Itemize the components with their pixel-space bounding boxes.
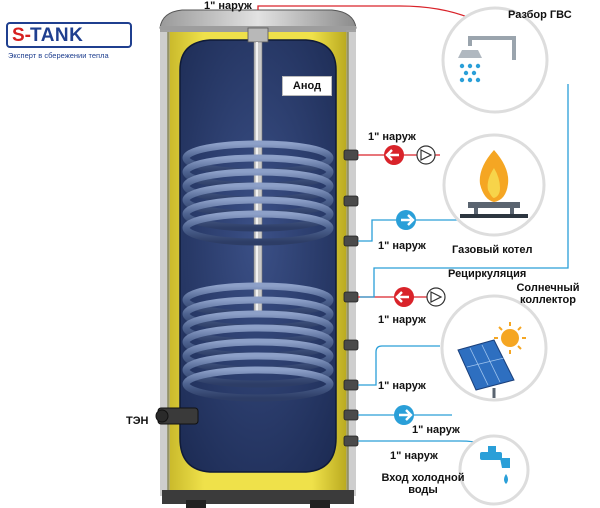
pump-upper (416, 145, 436, 165)
label-top-outlet: 1" наруж (204, 0, 252, 12)
shower-icon (458, 36, 516, 83)
water-tap-icon (480, 446, 510, 484)
logo-tank: TANK (30, 25, 84, 46)
lower-coil (182, 282, 354, 402)
label-solar-collector: Солнечный коллектор (516, 282, 580, 306)
cold-arrow-lower (394, 405, 414, 425)
heater-element (155, 407, 199, 425)
label-heater: ТЭН (126, 415, 149, 427)
logo-s: S- (12, 25, 31, 46)
label-solar-lower: 1" наруж (378, 380, 426, 392)
label-recirculation: Рециркуляция (448, 268, 527, 280)
hot-water-circle (441, 6, 549, 114)
anode-rod (247, 27, 269, 315)
upper-coil (182, 140, 354, 246)
logo-mark: S- TANK (6, 22, 132, 48)
label-cold-upper: 1" наруж (412, 424, 460, 436)
label-hot-water: Разбор ГВС (508, 9, 572, 21)
nozzles (343, 149, 359, 447)
brand-logo: S- TANK Эксперт в сбережении тепла (6, 22, 132, 62)
label-solar-upper: 1" наруж (378, 314, 426, 326)
hot-arrow-lower (394, 287, 414, 307)
pump-lower (426, 287, 446, 307)
cold-water-circle (458, 434, 530, 506)
hot-arrow-upper (384, 145, 404, 165)
label-gas-boiler: Газовый котел (452, 244, 533, 256)
solar-panel-icon (457, 322, 526, 398)
label-cold-water-inlet: Вход холодной воды (381, 472, 465, 496)
logo-tagline: Эксперт в сбережении тепла (8, 51, 109, 60)
hot-water-line (257, 5, 471, 19)
label-cold-lower: 1" наруж (390, 450, 438, 462)
cold-arrow-upper (396, 210, 416, 230)
gas-flame-icon (460, 150, 528, 218)
label-gas-upper: 1" наруж (368, 131, 416, 143)
label-gas-lower: 1" наруж (378, 240, 426, 252)
label-anode: Анод (282, 76, 332, 96)
